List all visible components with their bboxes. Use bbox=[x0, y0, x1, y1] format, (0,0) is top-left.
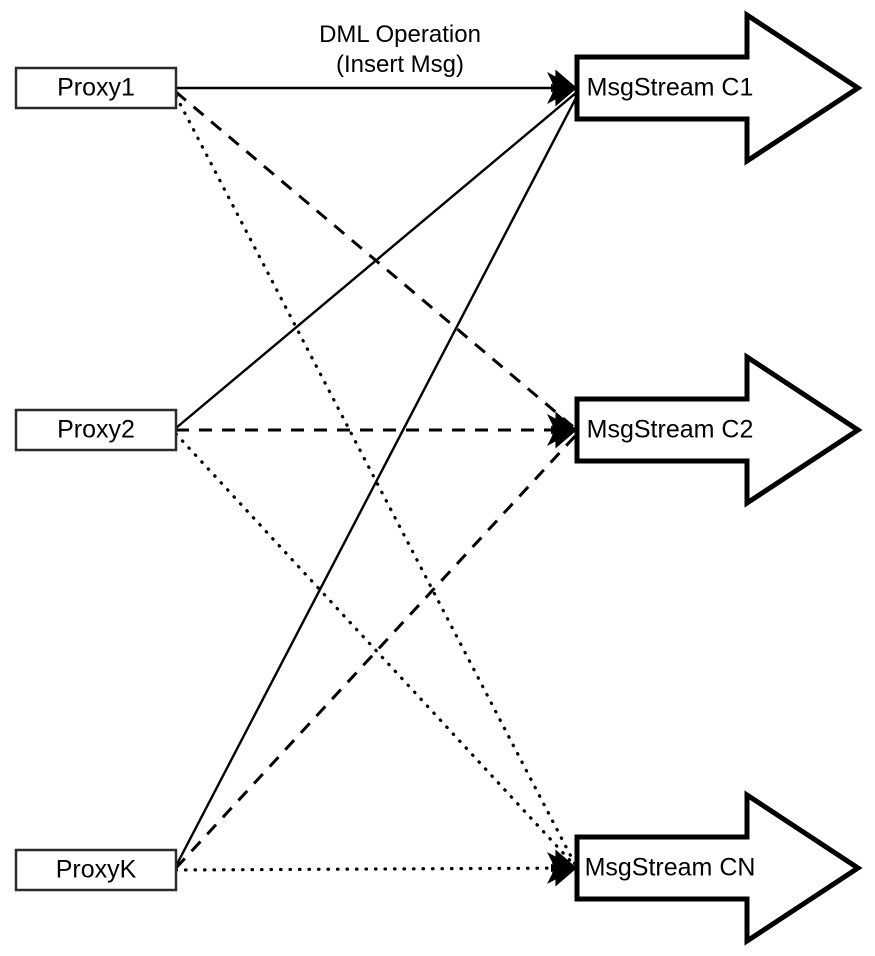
connection-proxy2-c1[interactable] bbox=[175, 91, 578, 429]
msgstream-node-c2[interactable]: MsgStream C2 bbox=[574, 352, 863, 508]
msgstream-node-c1[interactable]: MsgStream C1 bbox=[574, 10, 863, 166]
arrowhead-spike-3 bbox=[552, 855, 577, 868]
connection-proxy2-cn[interactable] bbox=[174, 432, 579, 870]
arrowhead-spike-0 bbox=[555, 868, 577, 887]
msgstream-nodes-layer: MsgStream C1 MsgStream C2 MsgStream CN bbox=[574, 10, 863, 946]
dml-operation-label-line2: (Insert Msg) bbox=[336, 51, 464, 78]
arrowhead-spike-2 bbox=[551, 84, 577, 92]
arrowhead-head-c2 bbox=[547, 411, 577, 449]
arrowhead-spike-3 bbox=[552, 417, 577, 430]
proxy-box-rect[interactable] bbox=[14, 848, 178, 892]
proxy-node-proxy1[interactable]: Proxy1 bbox=[14, 66, 178, 110]
arrowhead-head-cn bbox=[547, 849, 577, 887]
msgstream-label: MsgStream C2 bbox=[587, 416, 754, 444]
proxy-label: ProxyK bbox=[56, 856, 137, 884]
proxy-box-rect[interactable] bbox=[14, 66, 178, 110]
connection-proxyk-c1[interactable] bbox=[174, 95, 579, 867]
arrowheads-layer bbox=[547, 69, 577, 887]
arrowhead-head-c1 bbox=[547, 69, 577, 107]
dml-operation-label-line1: DML Operation bbox=[319, 21, 481, 48]
proxy-node-proxy2[interactable]: Proxy2 bbox=[14, 408, 178, 452]
arrowhead-spike-2 bbox=[551, 426, 577, 434]
proxy-label: Proxy1 bbox=[57, 74, 135, 102]
proxy-label: Proxy2 bbox=[57, 416, 135, 444]
arrowhead-spike-4 bbox=[555, 849, 577, 868]
connections-layer bbox=[174, 86, 579, 872]
msgstream-arrow-shape[interactable] bbox=[574, 790, 863, 946]
msgstream-label: MsgStream C1 bbox=[587, 74, 754, 102]
msgstream-arrow-shape[interactable] bbox=[574, 10, 863, 166]
arrowhead-spike-0 bbox=[555, 430, 577, 449]
arrowhead-spike-4 bbox=[555, 69, 577, 88]
connection-proxyk-cn[interactable] bbox=[174, 866, 579, 872]
arrowhead-spike-3 bbox=[552, 75, 577, 88]
arrowhead-spike-1 bbox=[552, 88, 577, 101]
arrowhead-spike-1 bbox=[552, 430, 577, 443]
msgstream-node-cn[interactable]: MsgStream CN bbox=[574, 790, 863, 946]
arrowhead-spike-2 bbox=[551, 864, 577, 872]
connection-proxyk-c2[interactable] bbox=[174, 432, 579, 870]
arrowhead-spike-0 bbox=[555, 88, 577, 107]
arrowhead-spike-4 bbox=[555, 411, 577, 430]
msgstream-label: MsgStream CN bbox=[585, 854, 756, 882]
msgstream-arrow-shape[interactable] bbox=[574, 352, 863, 508]
dml-operation-label: DML Operation (Insert Msg) bbox=[319, 21, 481, 78]
proxy-node-proxyk[interactable]: ProxyK bbox=[14, 848, 178, 892]
arrowhead-spike-1 bbox=[552, 868, 577, 881]
proxy-box-rect[interactable] bbox=[14, 408, 178, 452]
